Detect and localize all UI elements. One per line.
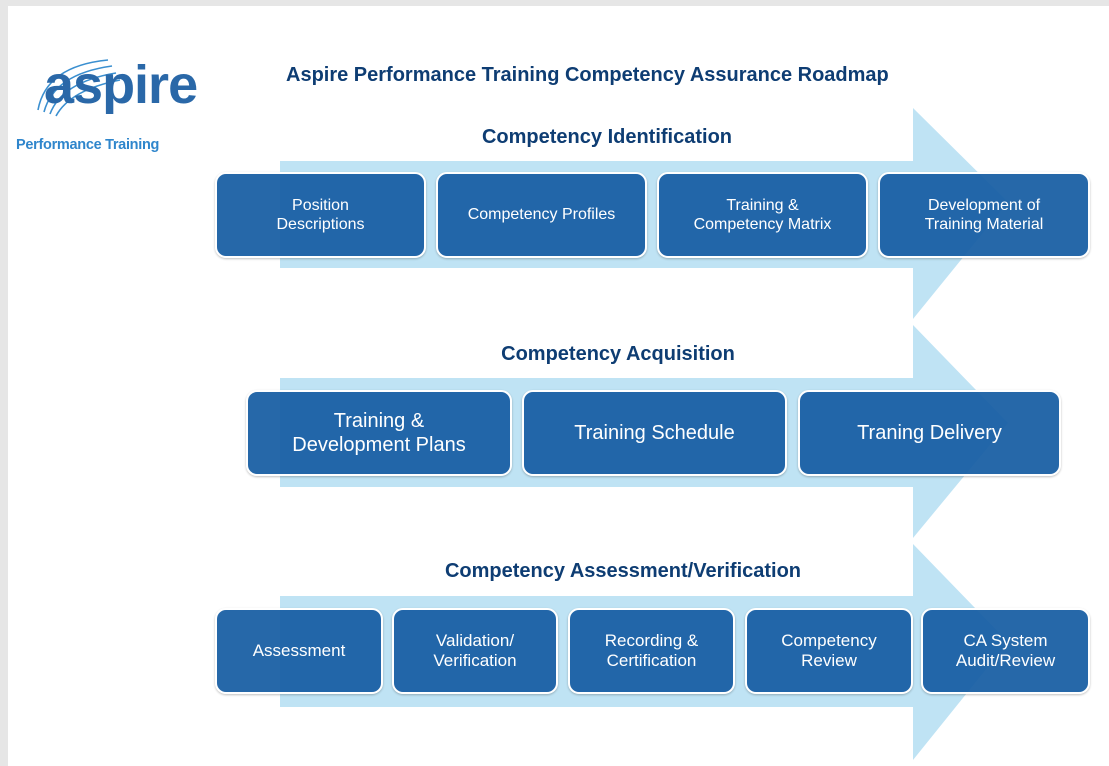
section-title-acquisition: Competency Acquisition	[501, 343, 735, 365]
step-box: Training Schedule	[522, 390, 787, 476]
logo-wordmark: aspire	[44, 55, 198, 115]
step-box: Training & Competency Matrix	[657, 172, 868, 258]
page-title: Aspire Performance Training Competency A…	[286, 64, 889, 86]
roadmap-slide: aspire Performance Training Aspire Perfo…	[8, 6, 1109, 766]
step-box: Development of Training Material	[878, 172, 1090, 258]
step-label: Competency Review	[781, 630, 877, 670]
section-title-assessment: Competency Assessment/Verification	[444, 560, 802, 582]
step-box: Assessment	[215, 608, 383, 694]
step-box: Validation/ Verification	[392, 608, 558, 694]
step-box: Training & Development Plans	[246, 390, 512, 476]
step-label: Development of Training Material	[924, 196, 1044, 233]
step-label: CA System Audit/Review	[955, 630, 1056, 670]
step-label: Training & Competency Matrix	[693, 196, 832, 233]
step-box: CA System Audit/Review	[921, 608, 1090, 694]
aspire-logo: aspire Performance Training	[16, 58, 216, 162]
section-title-identification: Competency Identification	[481, 126, 733, 148]
step-label: Assessment	[252, 640, 346, 660]
step-box: Competency Profiles	[436, 172, 647, 258]
step-box: Position Descriptions	[215, 172, 426, 258]
step-label: Competency Profiles	[467, 206, 616, 224]
logo-waves-icon	[37, 59, 121, 117]
logo-tagline: Performance Training	[16, 137, 160, 153]
step-box: Recording & Certification	[568, 608, 735, 694]
step-box: Traning Delivery	[798, 390, 1061, 476]
step-box: Competency Review	[745, 608, 913, 694]
step-label: Position Descriptions	[276, 196, 365, 233]
step-label: Recording & Certification	[604, 630, 699, 670]
step-label: Traning Delivery	[857, 422, 1002, 444]
step-label: Training Schedule	[574, 422, 735, 444]
step-label: Training & Development Plans	[292, 410, 466, 456]
step-label: Validation/ Verification	[433, 630, 517, 670]
